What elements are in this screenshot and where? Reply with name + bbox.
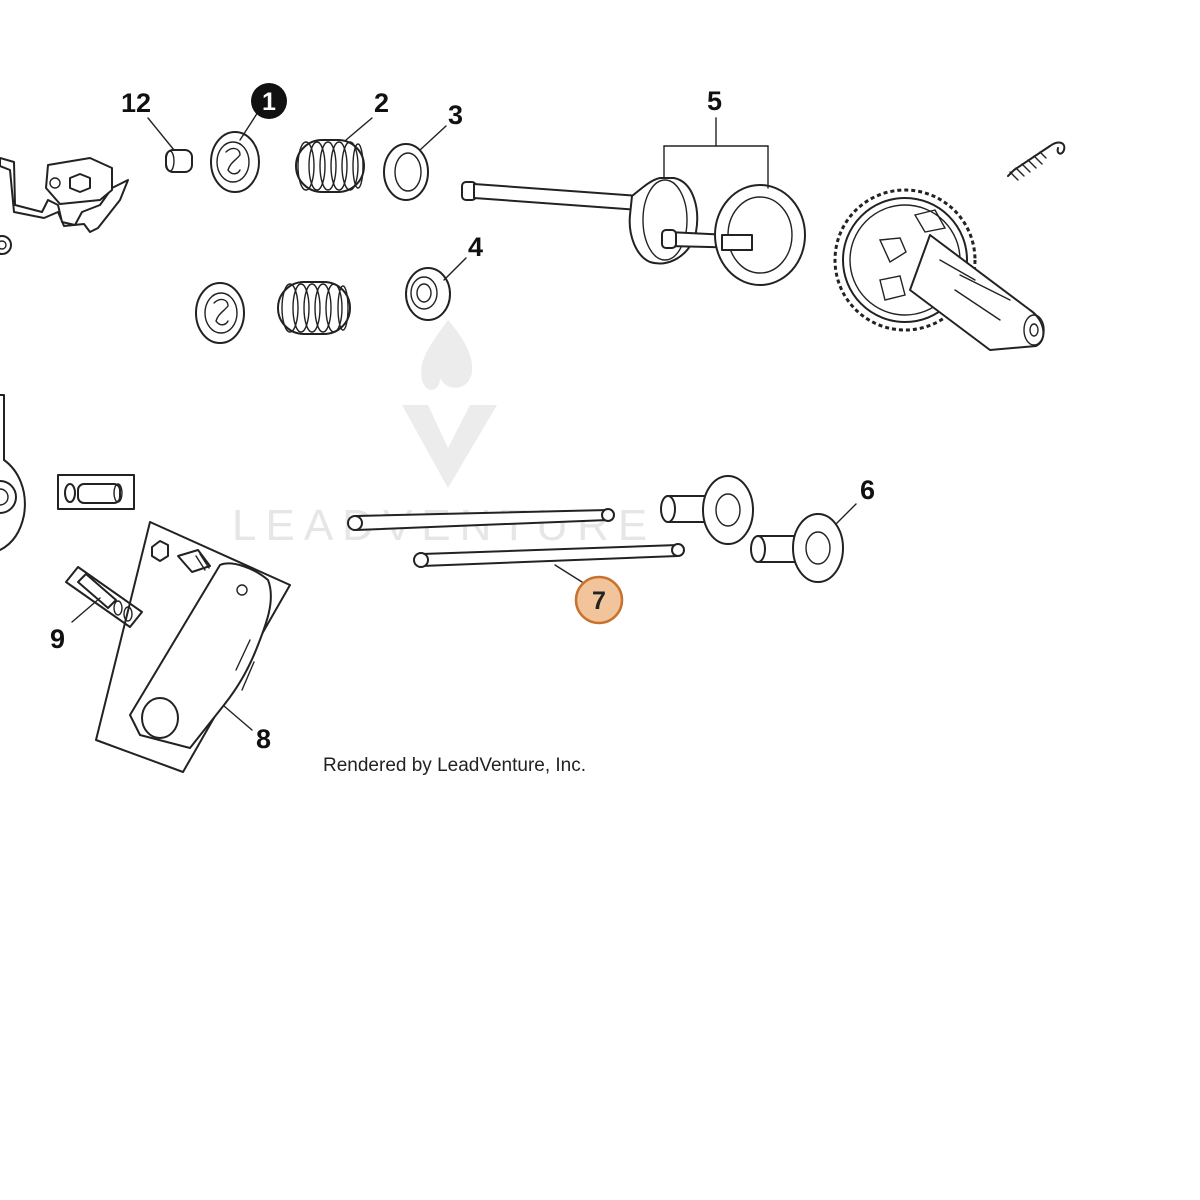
leader-lines [71,111,857,731]
callout-8[interactable]: 8 [256,724,271,754]
part-spring-lower [277,281,351,335]
part-1-retainer-upper [210,131,260,193]
callout-4[interactable]: 4 [468,232,483,262]
callout-1: 1 [262,88,276,116]
part-6-tappets [660,475,844,583]
callout-6[interactable]: 6 [860,475,875,505]
part-2-spring-upper [295,139,365,193]
callout-7: 7 [592,587,606,615]
callout-2[interactable]: 2 [374,88,389,118]
part-push-rods [347,508,685,568]
callout-9[interactable]: 9 [50,624,65,654]
part-left-mid [0,394,135,551]
watermark-chevron-icon [402,405,497,488]
part-bracket-top-left [0,157,129,255]
watermark-flame-icon [421,320,473,390]
part-tension-spring [1007,141,1066,181]
part-3-washer [383,143,429,201]
part-retainer-lower [195,282,245,344]
part-12-cap [165,149,193,173]
part-camshaft-gear [833,188,1045,351]
part-5-valves [461,177,806,286]
part-4-seal [405,267,451,321]
callout-1-badge[interactable]: 1 [251,83,287,119]
callout-3[interactable]: 3 [448,100,463,130]
credit-text: Rendered by LeadVenture, Inc. [323,755,587,776]
callout-12[interactable]: 12 [121,88,151,118]
callout-7-badge[interactable]: 7 [574,575,624,625]
part-8-rocker [95,521,291,773]
callout-5[interactable]: 5 [707,86,722,116]
